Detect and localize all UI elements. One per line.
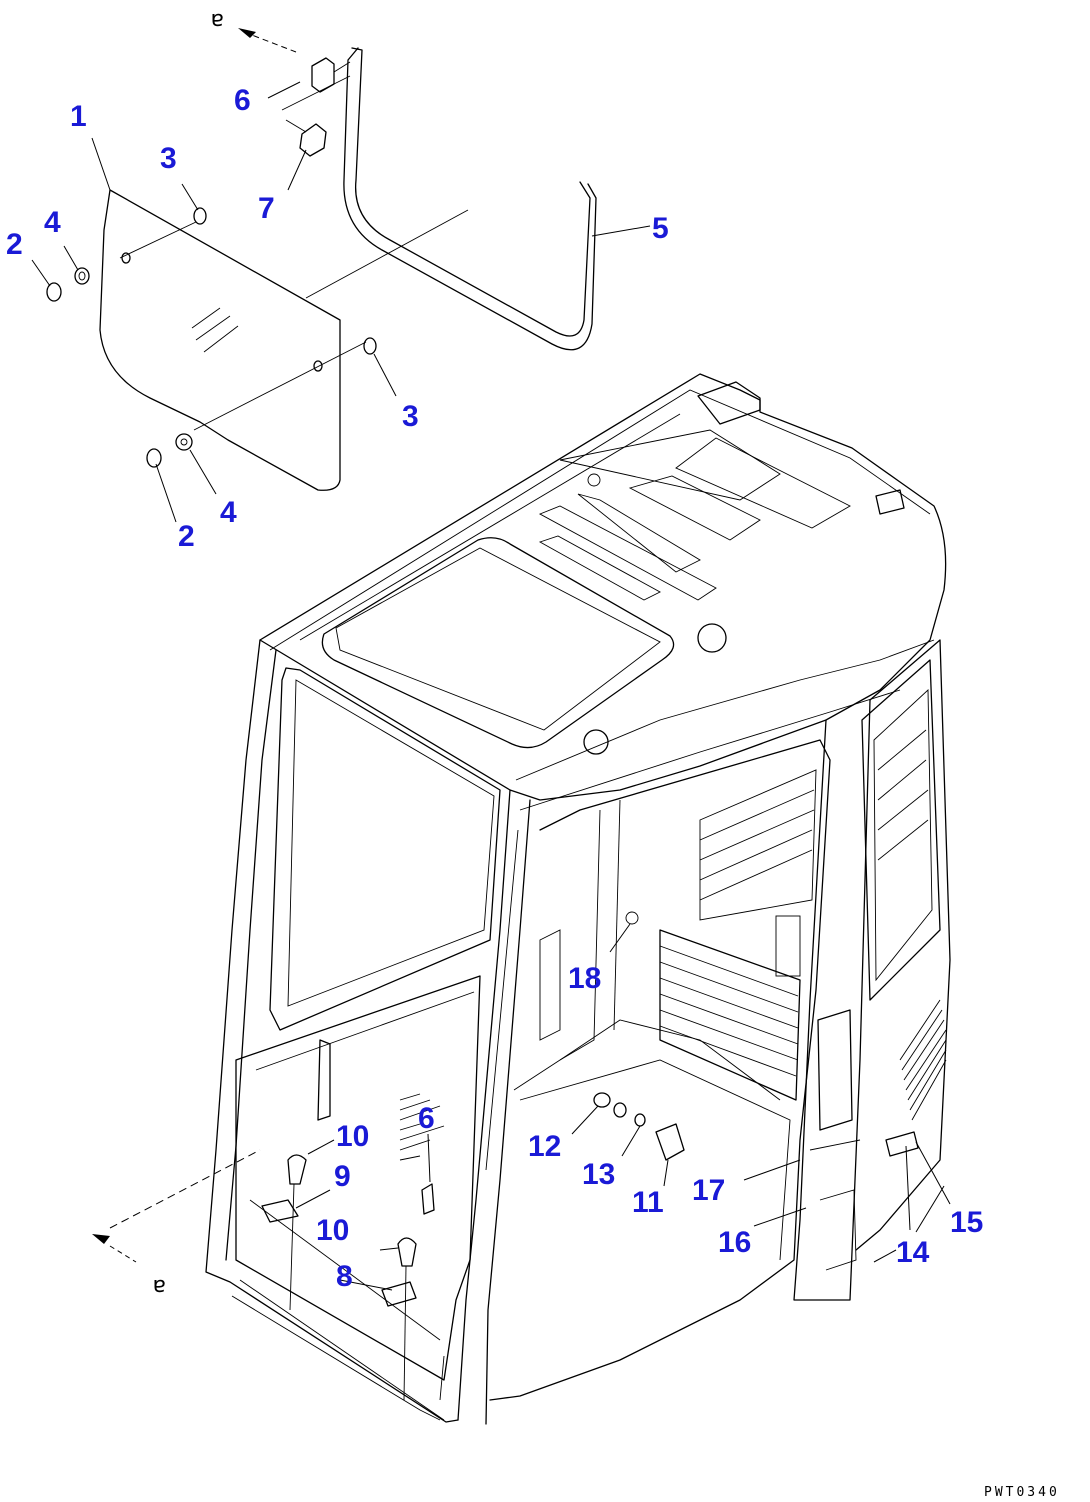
reference-mark-bottom: a — [153, 1274, 166, 1299]
leader-lines — [31, 81, 951, 1291]
callout-11: 11 — [632, 1186, 664, 1219]
reference-arrow-bottom — [92, 1234, 137, 1263]
callout-15: 15 — [950, 1206, 983, 1239]
callout-5: 5 — [652, 212, 669, 245]
reference-arrow-top — [238, 28, 297, 53]
cab-right-side — [793, 639, 951, 1301]
callout-3-bottom: 3 — [402, 400, 419, 433]
callout-4-top: 4 — [44, 206, 61, 239]
weatherstrip — [343, 47, 597, 351]
callout-3-top: 3 — [160, 142, 177, 175]
callout-14: 14 — [896, 1236, 930, 1269]
glass-fasteners — [46, 207, 377, 468]
callout-1: 1 — [70, 100, 87, 133]
callout-6-bottom: 6 — [418, 1102, 435, 1135]
callout-2-top: 2 — [6, 228, 23, 261]
window-glass — [99, 189, 469, 491]
callout-12: 12 — [528, 1130, 561, 1163]
cab-body — [259, 373, 947, 811]
callout-2-bottom: 2 — [178, 520, 195, 553]
callout-10-bottom: 10 — [316, 1214, 349, 1247]
callout-labels: 1 2 2 3 3 4 4 5 6 6 7 8 9 10 10 11 12 13… — [6, 84, 983, 1293]
callout-7: 7 — [258, 192, 275, 225]
callout-9: 9 — [334, 1160, 351, 1193]
callout-10-top: 10 — [336, 1120, 369, 1153]
clip-parts-top — [281, 57, 351, 157]
drawing-code: PWT0340 — [984, 1485, 1060, 1500]
callout-17: 17 — [692, 1174, 725, 1207]
callout-18: 18 — [568, 962, 601, 995]
callout-4-bottom: 4 — [220, 496, 237, 529]
cab-front-frame — [205, 639, 531, 1425]
reference-mark-top: a — [211, 8, 224, 33]
cab-interior — [489, 739, 831, 1401]
callout-13: 13 — [582, 1158, 615, 1191]
callout-16: 16 — [718, 1226, 751, 1259]
callout-6-top: 6 — [234, 84, 251, 117]
callout-8: 8 — [336, 1260, 353, 1293]
